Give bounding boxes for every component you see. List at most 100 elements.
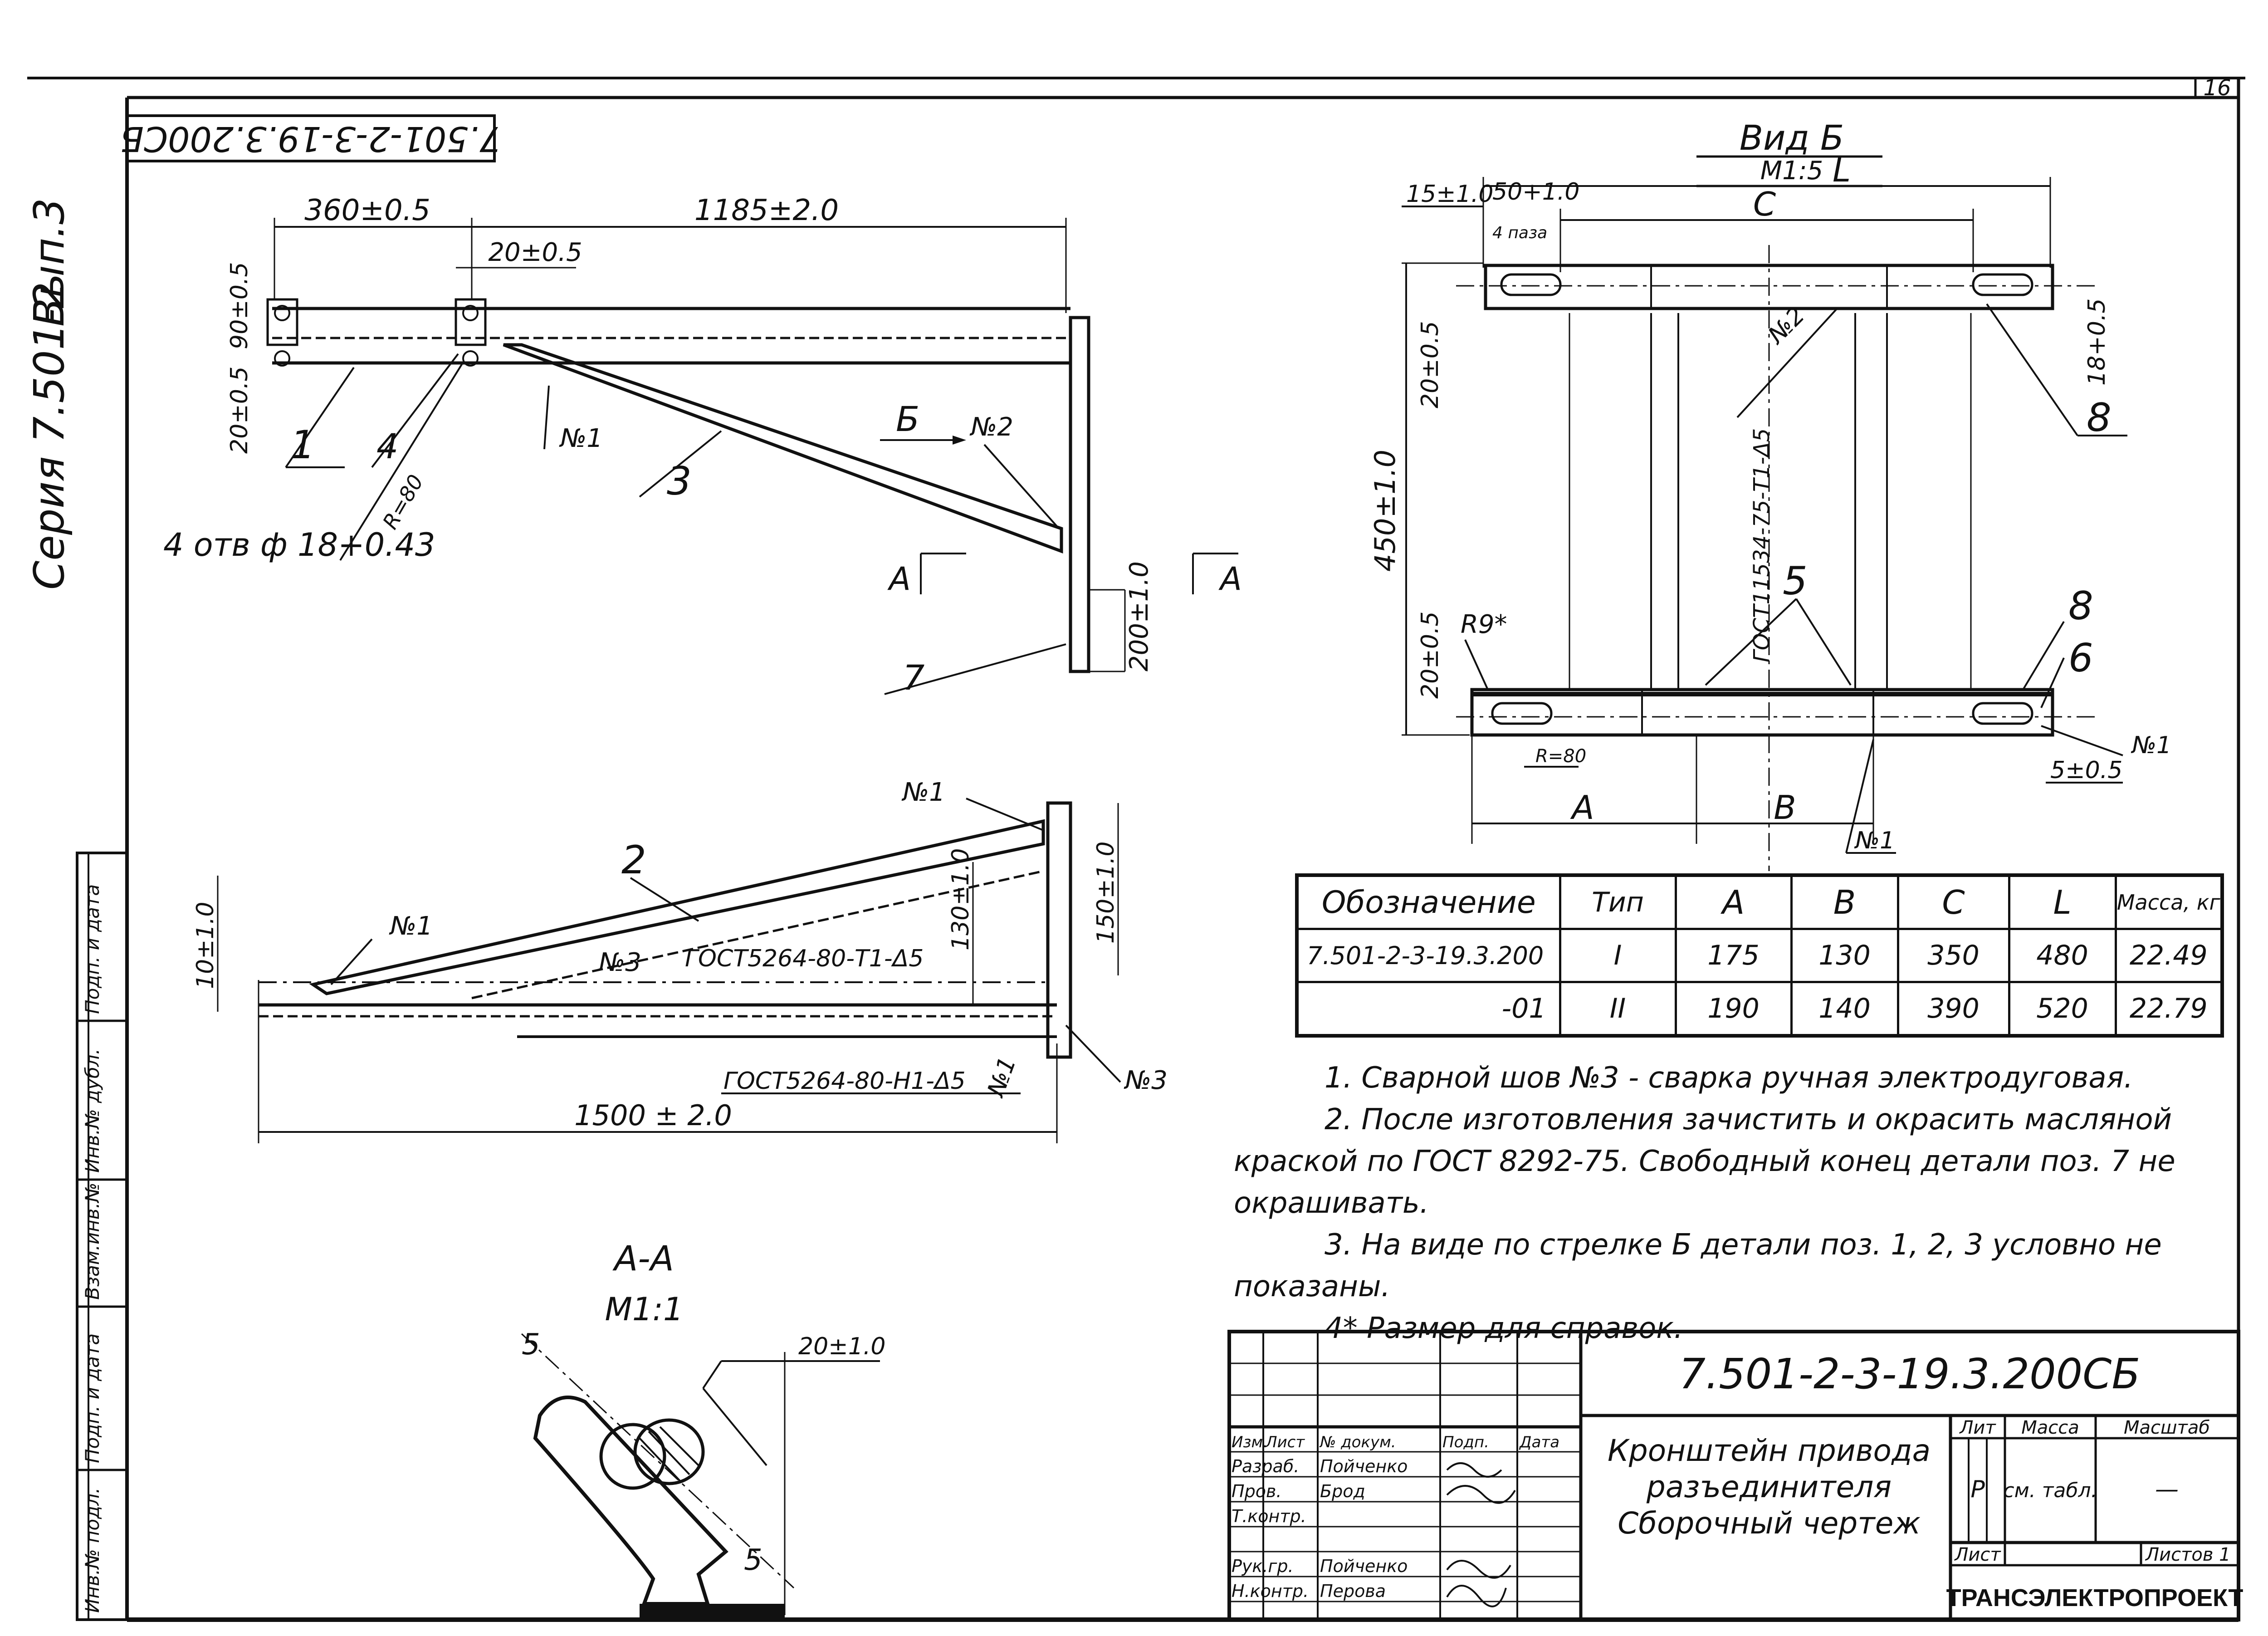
note-3: 3. На виде по стрелке Б детали поз. 1, 2… [1325, 1228, 2162, 1262]
spec-r1-mass: 22.49 [2114, 928, 2224, 983]
stamp-cell-4: Подп. и дата [81, 1333, 103, 1463]
table-row: -01 II 190 140 390 520 22.79 [1295, 981, 2224, 1037]
pos-1: 1 [290, 422, 315, 468]
stamp-cell-2: Инв.№ дубл. [81, 1048, 103, 1173]
section-aa: А-А М1:1 20±1.0 5 5 [521, 1238, 885, 1620]
stamp-cell-1: Подп. и дата [81, 884, 103, 1014]
weld-3-right: №3 [1124, 1066, 1168, 1095]
dim-r80-vb: R=80 [1535, 746, 1586, 767]
note-3-end: показаны. [1234, 1270, 1390, 1303]
stamp-cell-5: Инв.№ подл. [81, 1488, 103, 1613]
spec-r2-c: 390 [1897, 981, 2010, 1037]
role-tkontr: Т.контр. [1232, 1506, 1306, 1526]
spec-r1-type: I [1559, 928, 1677, 983]
signature-2 [1446, 1485, 1516, 1504]
sheets-label: Листов 1 [2145, 1544, 2231, 1565]
role-razrab: Разраб. [1232, 1456, 1299, 1476]
gost-vertical: ГОСТ11534-75-Т1-Δ5 [1749, 428, 1774, 662]
pos-3: 3 [667, 459, 692, 504]
col-date: Дата [1519, 1433, 1559, 1451]
spec-r1-designation: 7.501-2-3-19.3.200 [1295, 928, 1561, 983]
dim-c: С [1753, 185, 1776, 223]
top-code-box: 7.501-2-3-19.3.200СБ [120, 114, 501, 162]
name-prov: Брод [1320, 1481, 1365, 1501]
margin-stamp: Подп. и дата Инв.№ дубл. Взам.инв.№ Подп… [76, 852, 128, 1621]
spec-h-mass: Масса, кг [2114, 874, 2224, 930]
spec-h-c: С [1897, 874, 2010, 930]
issue-label: Вып.3 [25, 198, 73, 327]
section-dim-5-top: 5 [522, 1328, 540, 1362]
arrow-b-label: Б [896, 399, 919, 439]
dim-20-vb-bottom: 20±0.5 [1417, 612, 1444, 699]
section-mark-left: А [887, 560, 911, 598]
note-2-end: окрашивать. [1234, 1186, 1429, 1220]
dim-20-vb-top: 20±0.5 [1417, 321, 1444, 408]
weld-1-vb-right: №1 [2131, 732, 2171, 759]
note-2: 2. После изготовления зачистить и окраси… [1325, 1103, 2172, 1136]
signature-1 [1446, 1462, 1502, 1478]
holes-note: 4 отв ф 18+0.43 [163, 526, 435, 563]
view-b-title: Вид Б [1740, 118, 1844, 158]
role-rukgr: Рук.гр. [1232, 1556, 1294, 1576]
dim-150: 150±1.0 [1092, 841, 1119, 944]
organization: ТРАНСЭЛЕКТРОПРОЕКТ [1946, 1584, 2244, 1612]
lit-label: Лит [1959, 1417, 1996, 1438]
mass-value: см. табл. [2003, 1479, 2097, 1502]
pos-7: 7 [903, 657, 924, 698]
name-rukgr: Пойченко [1320, 1556, 1408, 1576]
col-izm: Изм. [1232, 1433, 1268, 1451]
spec-r2-a: 190 [1674, 981, 1793, 1037]
name-razrab: Пойченко [1320, 1456, 1408, 1476]
slot-label: 4 паза [1492, 224, 1547, 242]
weld-1-right: №1 [901, 778, 945, 807]
view-b-scale: М1:5 [1760, 156, 1823, 186]
dim-360: 360±0.5 [304, 194, 430, 227]
spec-h-a: А [1674, 874, 1793, 930]
spec-r1-b: 130 [1790, 928, 1899, 983]
dim-b: В [1774, 789, 1796, 827]
title-line-1: Кронштейн привода [1608, 1433, 1931, 1468]
title-line-2: разъединителя [1646, 1469, 1892, 1504]
dim-450: 450±1.0 [1369, 450, 1402, 572]
col-doc: № докум. [1319, 1433, 1396, 1451]
lit-value: Р [1970, 1476, 1985, 1503]
spec-r1-c: 350 [1897, 928, 2010, 983]
gost-upper: ГОСТ5264-80-Т1-Δ5 [685, 945, 924, 972]
title-block: 7.501-2-3-19.3.200СБ Кронштейн привода р… [1227, 1330, 2244, 1621]
dim-1500: 1500 ± 2.0 [574, 1099, 732, 1132]
name-nkontr: Перова [1320, 1581, 1386, 1601]
pos-2: 2 [621, 838, 646, 883]
weld-1-vb-bottom: №1 [1854, 827, 1895, 854]
pos-8-bottom: 8 [2068, 583, 2093, 629]
pos-8-top: 8 [2087, 395, 2112, 441]
table-row: 7.501-2-3-19.3.200 I 175 130 350 480 22.… [1295, 928, 2224, 983]
main-view: 360±0.5 1185±2.0 20±0.5 90±0.5 20±0.5 20… [163, 194, 1242, 698]
top-view: 10±1.0 150±1.0 130±1.0 1500 ± 2.0 2 №1 №… [192, 778, 1168, 1143]
dim-20-side: 20±0.5 [226, 367, 253, 454]
spec-r1-a: 175 [1674, 928, 1793, 983]
spec-r2-designation: -01 [1295, 981, 1561, 1037]
spec-h-designation: Обозначение [1295, 874, 1561, 930]
note-1: 1. Сварной шов №3 - сварка ручная электр… [1325, 1061, 2133, 1095]
dim-20-top: 20±0.5 [488, 238, 582, 267]
weld-1-main: №1 [559, 424, 603, 453]
dim-10: 10±1.0 [192, 902, 219, 989]
scale-label: Масштаб [2124, 1417, 2210, 1438]
dim-1185: 1185±2.0 [694, 194, 839, 227]
sheet-label: Лист [1954, 1544, 2001, 1565]
note-2-cont: краской по ГОСТ 8292-75. Свободный конец… [1234, 1145, 2175, 1178]
col-list: Лист [1265, 1433, 1305, 1451]
series-label: Серия 7.501-2 [25, 282, 73, 590]
gost-lower: ГОСТ5264-80-Н1-Δ5 [723, 1068, 966, 1095]
spec-r2-b: 140 [1790, 981, 1899, 1037]
signature-3 [1446, 1560, 1511, 1579]
role-nkontr: Н.контр. [1232, 1581, 1309, 1601]
spec-h-type: Тип [1559, 874, 1677, 930]
dim-r80: R=80 [378, 470, 428, 534]
section-dim-20: 20±1.0 [798, 1333, 885, 1360]
pos-5: 5 [1783, 558, 1808, 604]
title-line-3: Сборочный чертеж [1618, 1506, 1921, 1541]
dim-15: 15±1.0 [1406, 181, 1493, 208]
dim-l: L [1833, 151, 1851, 189]
